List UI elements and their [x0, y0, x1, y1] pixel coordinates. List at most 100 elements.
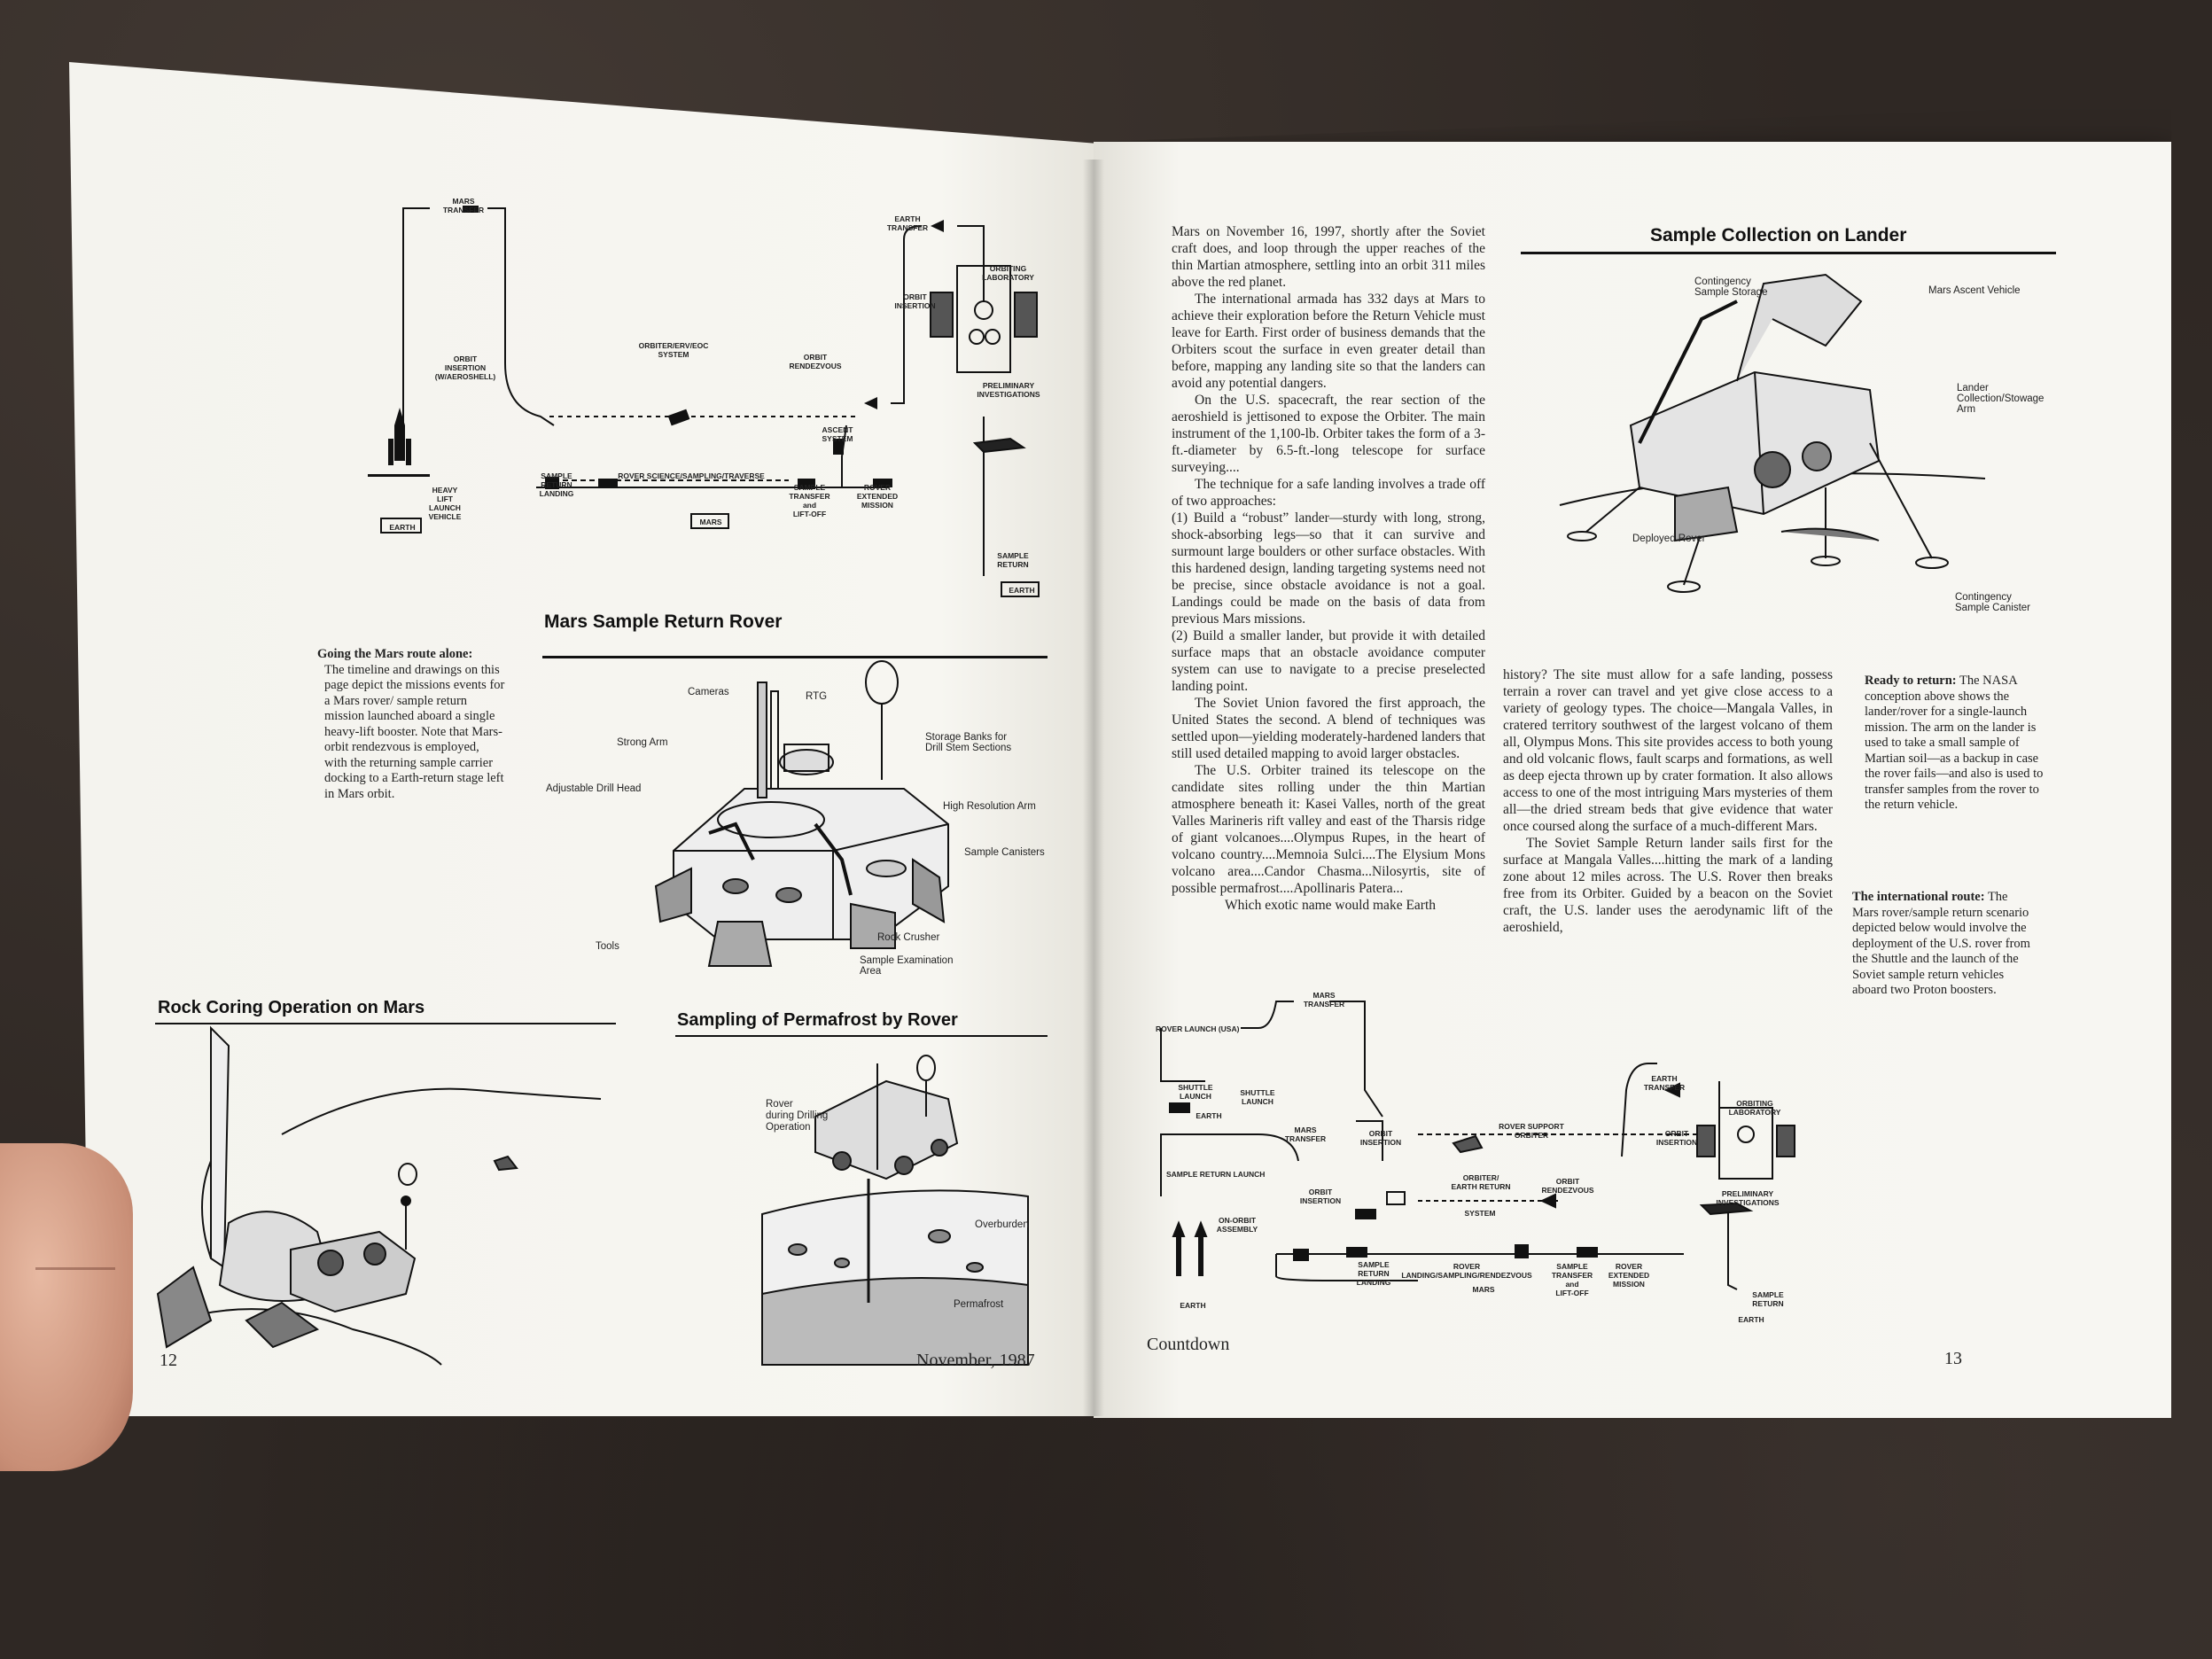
label-sample-transfer: SAMPLE TRANSFER and LIFT-OFF	[789, 483, 830, 518]
article-para: The Soviet Union favored the first appro…	[1172, 696, 1485, 761]
bt-label-mars: MARS	[1472, 1285, 1495, 1294]
sidebar-ready-to-return: Ready to return: The NASA conception abo…	[1865, 674, 2045, 814]
bt-label-shuttle-launch-2: SHUTTLE LAUNCH	[1240, 1088, 1275, 1106]
lander-label-deployed-rover: Deployed Rover	[1632, 534, 1706, 544]
bt-label-system: SYSTEM	[1464, 1209, 1496, 1218]
left-sidebar: Going the Mars route alone: The timeline…	[317, 647, 505, 802]
thumb	[0, 1143, 133, 1471]
label-earth-box: EARTH	[389, 523, 416, 532]
permafrost-rule	[675, 1035, 1048, 1037]
bt-label-sample-return-launch: SAMPLE RETURN LAUNCH	[1166, 1170, 1266, 1179]
rover-heading: Mars Sample Return Rover	[544, 611, 783, 632]
bt-label-orbit-insertion: ORBIT INSERTION	[1359, 1129, 1402, 1147]
bt-label-sample-transfer: SAMPLE TRANSFER and LIFT-OFF	[1551, 1262, 1593, 1297]
lander-label-contingency-canister: Contingency Sample Canister	[1955, 592, 2031, 613]
lander-label-ascent-vehicle: Mars Ascent Vehicle	[1928, 285, 2021, 296]
left-sidebar-text: The timeline and drawings on this page d…	[324, 662, 505, 801]
spine-shadow	[1083, 160, 1104, 1416]
bt-label-sample-return-landing: SAMPLE RETURN LANDING	[1356, 1260, 1391, 1287]
article-column-2: history? The site must allow for a safe …	[1503, 666, 1833, 936]
article-para: (1) Build a “robust” lander—sturdy with …	[1172, 510, 1485, 627]
rover-heading-rule	[542, 656, 1048, 658]
article-para: The Soviet Sample Return lander sails fi…	[1503, 836, 1833, 935]
rover-label-storage-banks: Storage Banks for Drill Stem Sections	[925, 732, 1012, 753]
bt-label-rover-support-orbiter: ROVER SUPPORT ORBITER	[1499, 1122, 1564, 1140]
rover-label-cameras: Cameras	[688, 687, 729, 697]
rover-label-tools: Tools	[596, 941, 619, 952]
bt-label-earth-3: EARTH	[1738, 1315, 1764, 1324]
label-orbit-insertion-aeroshell: ORBIT INSERTION (W/AEROSHELL)	[434, 354, 496, 381]
label-orbiter-erv-eoc: ORBITER/ERV/EOC SYSTEM	[638, 341, 709, 359]
label-sample-return-landing: SAMPLE RETURN LANDING	[539, 471, 574, 498]
rover-label-rock-crusher: Rock Crusher	[877, 932, 940, 943]
article-para: history? The site must allow for a safe …	[1503, 667, 1833, 834]
lander-label-arm: Lander Collection/Stowage Arm	[1957, 383, 2045, 415]
bt-label-on-orbit-assembly: ON-ORBIT ASSEMBLY	[1216, 1216, 1258, 1234]
lander-illustration	[1559, 273, 1986, 593]
international-timeline-diagram	[1160, 1001, 1795, 1290]
article-column-1: Mars on November 16, 1997, shortly after…	[1172, 223, 1485, 914]
article-para: On the U.S. spacecraft, the rear section…	[1172, 393, 1485, 475]
label-rover-extended: ROVER EXTENDED MISSION	[856, 483, 899, 510]
rover-label-strong-arm: Strong Arm	[617, 737, 668, 748]
bt-label-preliminary-investigations: PRELIMINARY INVESTIGATIONS	[1716, 1189, 1780, 1207]
bt-label-rover-landing: ROVER LANDING/SAMPLING/RENDEZVOUS	[1401, 1262, 1532, 1280]
label-ascent-system: ASCENT SYSTEM	[822, 425, 853, 443]
mission-timeline-diagram	[368, 206, 1040, 597]
rock-coring-illustration	[156, 1025, 602, 1366]
bt-label-orbit-rendezvous: ORBIT RENDEZVOUS	[1541, 1177, 1594, 1195]
right-page-number: 13	[1944, 1349, 1962, 1368]
bt-label-mars-transfer: MARS TRANSFER	[1303, 991, 1345, 1009]
bt-label-shuttle-launch: SHUTTLE LAUNCH	[1178, 1083, 1213, 1101]
article-para: (2) Build a smaller lander, but provide …	[1172, 628, 1485, 694]
label-earth-transfer: EARTH TRANSFER	[886, 214, 929, 232]
lander-heading-rule	[1521, 252, 2056, 254]
bt-label-orbiting-laboratory: ORBITING LABORATORY	[1728, 1099, 1781, 1117]
bt-label-sample-return: SAMPLE RETURN	[1752, 1290, 1784, 1308]
bt-label-mars-transfer-2: MARS TRANSFER	[1284, 1125, 1327, 1143]
bt-label-rover-extended: ROVER EXTENDED MISSION	[1608, 1262, 1650, 1289]
label-rover-traverse: ROVER SCIENCE/SAMPLING/TRAVERSE	[618, 471, 765, 480]
article-para: The international armada has 332 days at…	[1172, 292, 1485, 391]
rover-label-sample-exam: Sample Examination Area	[860, 955, 954, 977]
thumb-crease	[35, 1267, 115, 1270]
bt-label-orbit-insertion-3: ORBIT INSERTION	[1299, 1188, 1342, 1205]
right-footer-title: Countdown	[1147, 1335, 1230, 1354]
permafrost-heading: Sampling of Permafrost by Rover	[677, 1010, 958, 1030]
article-para: Which exotic name would make Earth	[1225, 898, 1437, 913]
sidebar-international-route: The international route: The Mars rover/…	[1852, 890, 2035, 999]
label-sample-return: SAMPLE RETURN	[997, 551, 1029, 569]
label-mars-box: MARS	[699, 518, 722, 526]
label-earth-box-right: EARTH	[1009, 586, 1035, 595]
sidebar-intl-title: The international route:	[1852, 890, 1985, 904]
rover-label-sample-canisters: Sample Canisters	[964, 847, 1045, 858]
permafrost-label-permafrost: Permafrost	[954, 1299, 1004, 1310]
label-orbiting-laboratory: ORBITING LABORATORY	[982, 264, 1034, 282]
sidebar-intl-text: The Mars rover/sample return scenario de…	[1852, 890, 2030, 997]
sidebar-ready-text: The NASA conception above shows the land…	[1865, 674, 2044, 812]
rover-illustration	[654, 660, 949, 967]
lander-label-contingency-storage: Contingency Sample Storage	[1694, 276, 1768, 298]
label-orbit-insertion: ORBIT INSERTION	[894, 292, 936, 310]
rover-label-high-res-arm: High Resolution Arm	[943, 801, 1036, 812]
bt-label-earth-transfer: EARTH TRANSFER	[1643, 1074, 1686, 1092]
rock-coring-rule	[155, 1023, 616, 1024]
permafrost-label-rover: Rover during Drilling Operation	[766, 1099, 829, 1133]
rock-coring-heading: Rock Coring Operation on Mars	[158, 998, 425, 1017]
left-page-number: 12	[160, 1351, 177, 1370]
article-para: Mars on November 16, 1997, shortly after…	[1172, 224, 1485, 290]
label-mars-transfer: MARS TRANSFER	[442, 197, 485, 214]
permafrost-illustration	[761, 1055, 1029, 1366]
rover-label-drill-head: Adjustable Drill Head	[546, 783, 642, 794]
label-orbit-rendezvous: ORBIT RENDEZVOUS	[789, 353, 842, 370]
left-page-date: November, 1987	[916, 1351, 1035, 1370]
lander-heading: Sample Collection on Lander	[1650, 225, 1907, 245]
permafrost-label-overburden: Overburden	[975, 1219, 1029, 1230]
rover-label-rtg: RTG	[806, 691, 828, 702]
bt-label-earth-2: EARTH	[1180, 1301, 1206, 1310]
label-heavy-lift: HEAVY LIFT LAUNCH VEHICLE	[428, 486, 462, 521]
label-preliminary-investigations: PRELIMINARY INVESTIGATIONS	[977, 381, 1040, 399]
sidebar-ready-title: Ready to return:	[1865, 674, 1957, 688]
bt-label-orbiter-earth-return: ORBITER/ EARTH RETURN	[1451, 1173, 1511, 1191]
right-page	[1094, 142, 2171, 1418]
